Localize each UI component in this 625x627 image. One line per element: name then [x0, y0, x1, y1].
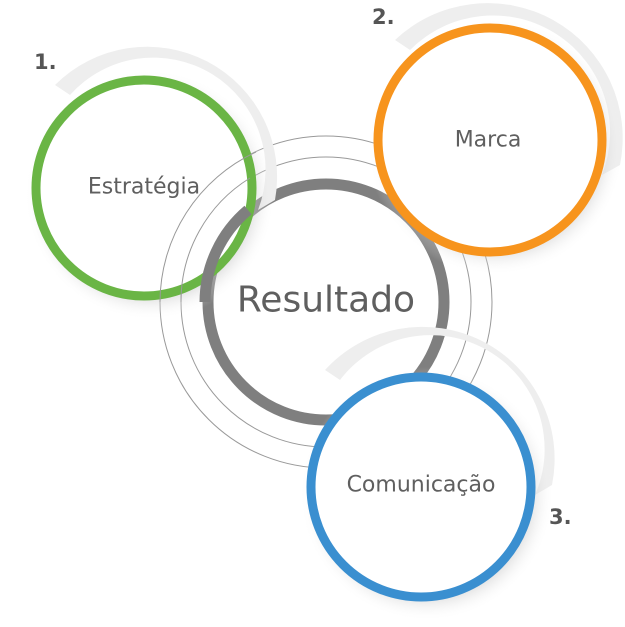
step-label-1: Estratégia — [87, 174, 201, 200]
center-label: Resultado — [236, 279, 416, 321]
step-label-3: Comunicação — [346, 472, 496, 498]
step-ring-2 — [373, 23, 607, 257]
step-number-1: 1. — [34, 50, 57, 74]
step-number-3: 3. — [549, 505, 572, 529]
step-ring-1 — [31, 75, 257, 301]
step-label-2: Marca — [454, 127, 522, 153]
step-number-2: 2. — [372, 5, 395, 29]
step-ring-3 — [306, 372, 536, 602]
